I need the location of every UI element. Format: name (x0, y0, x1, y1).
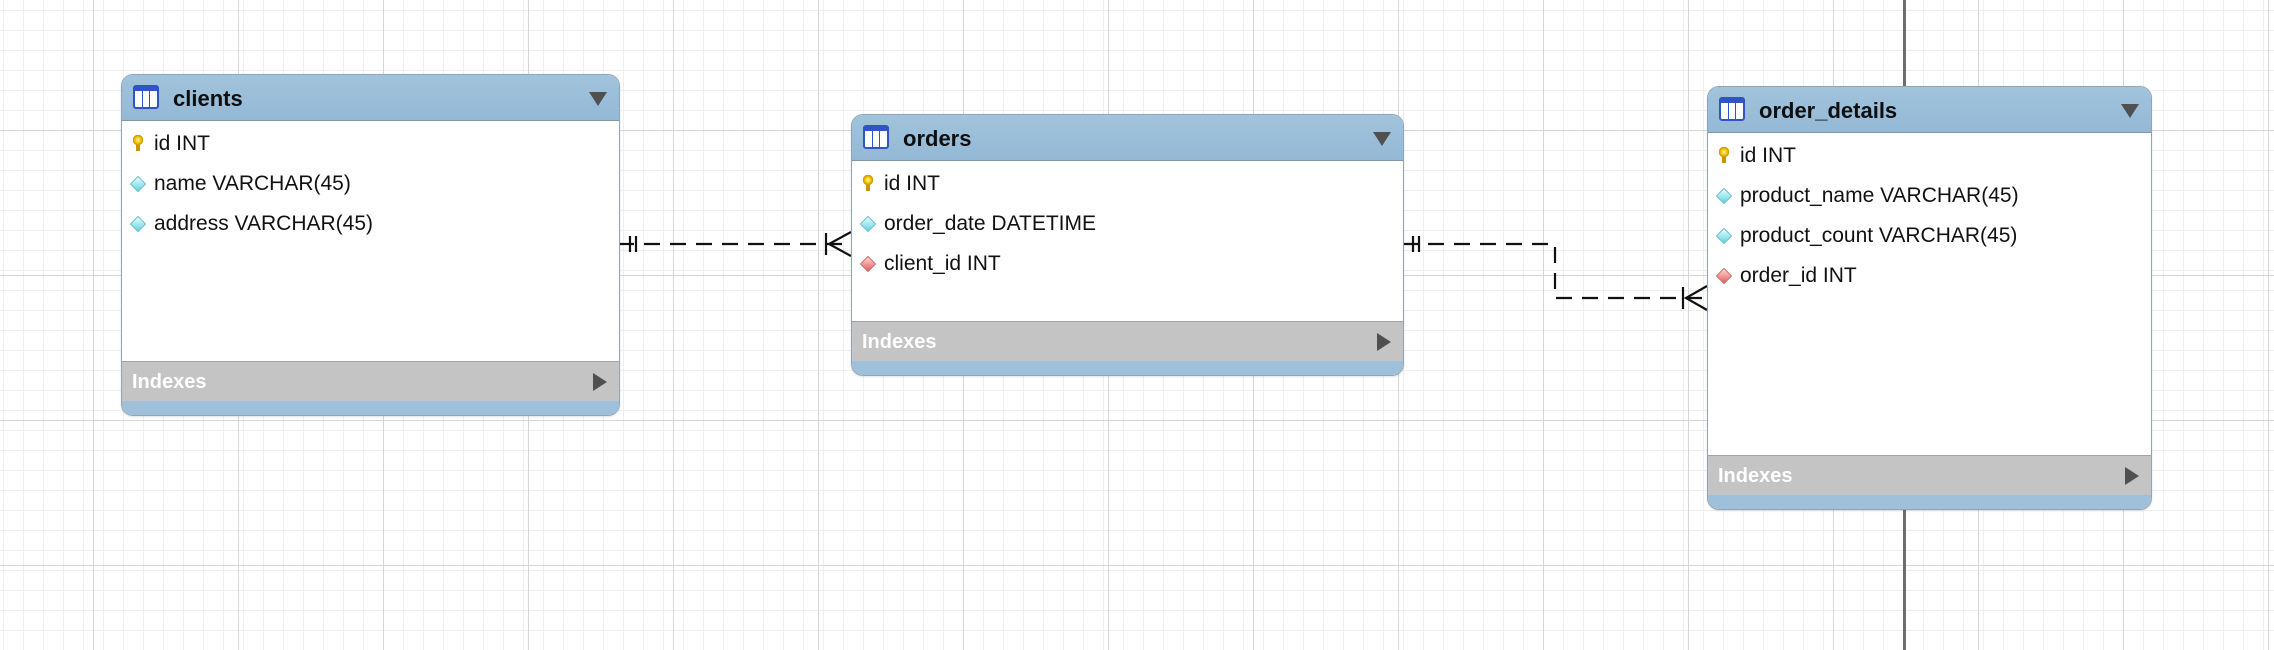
entity-title: clients (173, 86, 243, 111)
column-row[interactable]: order_date DATETIME (852, 204, 1403, 244)
column-diamond-icon (129, 175, 147, 193)
indexes-section[interactable]: Indexes (852, 321, 1403, 361)
table-icon (133, 85, 159, 109)
table-icon (1719, 97, 1745, 121)
primary-key-icon (863, 175, 873, 191)
column-row[interactable]: order_id INT (1708, 256, 2151, 296)
entity-table-orders[interactable]: orders id INT order_date DATETIME client… (851, 114, 1404, 376)
column-name: product_name VARCHAR(45) (1740, 184, 2019, 207)
column-diamond-icon (129, 215, 147, 233)
column-row[interactable]: id INT (1708, 136, 2151, 176)
collapse-triangle-icon[interactable] (1373, 132, 1391, 146)
entity-header[interactable]: orders (852, 115, 1403, 161)
column-row[interactable]: product_count VARCHAR(45) (1708, 216, 2151, 256)
column-diamond-icon (1715, 187, 1733, 205)
expand-triangle-icon[interactable] (593, 373, 607, 391)
column-name: address VARCHAR(45) (154, 212, 374, 235)
indexes-section[interactable]: Indexes (122, 361, 619, 401)
column-row[interactable]: id INT (852, 164, 1403, 204)
entity-header[interactable]: order_details (1708, 87, 2151, 133)
column-diamond-icon (1715, 227, 1733, 245)
primary-key-icon (133, 135, 143, 151)
entity-table-clients[interactable]: clients id INT name VARCHAR(45) address … (121, 74, 620, 416)
collapse-triangle-icon[interactable] (2121, 104, 2139, 118)
foreign-key-icon (1715, 267, 1733, 285)
indexes-section[interactable]: Indexes (1708, 455, 2151, 495)
expand-triangle-icon[interactable] (2125, 467, 2139, 485)
entity-footer (122, 401, 619, 415)
table-icon (863, 125, 889, 149)
relationship-orders-order-details[interactable] (1402, 242, 1707, 300)
column-row[interactable]: client_id INT (852, 244, 1403, 284)
indexes-label: Indexes (862, 331, 937, 353)
column-list: id INT order_date DATETIME client_id INT (852, 161, 1403, 284)
column-list: id INT product_name VARCHAR(45) product_… (1708, 133, 2151, 296)
entity-table-order-details[interactable]: order_details id INT product_name VARCHA… (1707, 86, 2152, 510)
indexes-label: Indexes (1718, 465, 1793, 487)
column-row[interactable]: product_name VARCHAR(45) (1708, 176, 2151, 216)
primary-key-icon (1719, 147, 1729, 163)
column-row[interactable]: id INT (122, 124, 619, 164)
entity-footer (1708, 495, 2151, 509)
column-row[interactable]: address VARCHAR(45) (122, 204, 619, 244)
column-name: product_count VARCHAR(45) (1740, 224, 2018, 247)
entity-header[interactable]: clients (122, 75, 619, 121)
indexes-label: Indexes (132, 371, 207, 393)
collapse-triangle-icon[interactable] (589, 92, 607, 106)
crow-foot-icon (826, 231, 852, 257)
column-list: id INT name VARCHAR(45) address VARCHAR(… (122, 121, 619, 244)
column-row[interactable]: name VARCHAR(45) (122, 164, 619, 204)
entity-footer (852, 361, 1403, 375)
column-name: order_date DATETIME (884, 212, 1097, 235)
foreign-key-icon (859, 255, 877, 273)
column-name: id INT (1740, 144, 1797, 167)
crow-foot-icon-2 (1683, 285, 1708, 311)
column-name: id INT (154, 132, 211, 155)
column-name: id INT (884, 172, 941, 195)
column-diamond-icon (859, 215, 877, 233)
column-name: name VARCHAR(45) (154, 172, 351, 195)
column-name: order_id INT (1740, 264, 1857, 287)
column-name: client_id INT (884, 252, 1001, 275)
entity-title: orders (903, 126, 972, 151)
entity-title: order_details (1759, 98, 1898, 123)
expand-triangle-icon[interactable] (1377, 333, 1391, 351)
